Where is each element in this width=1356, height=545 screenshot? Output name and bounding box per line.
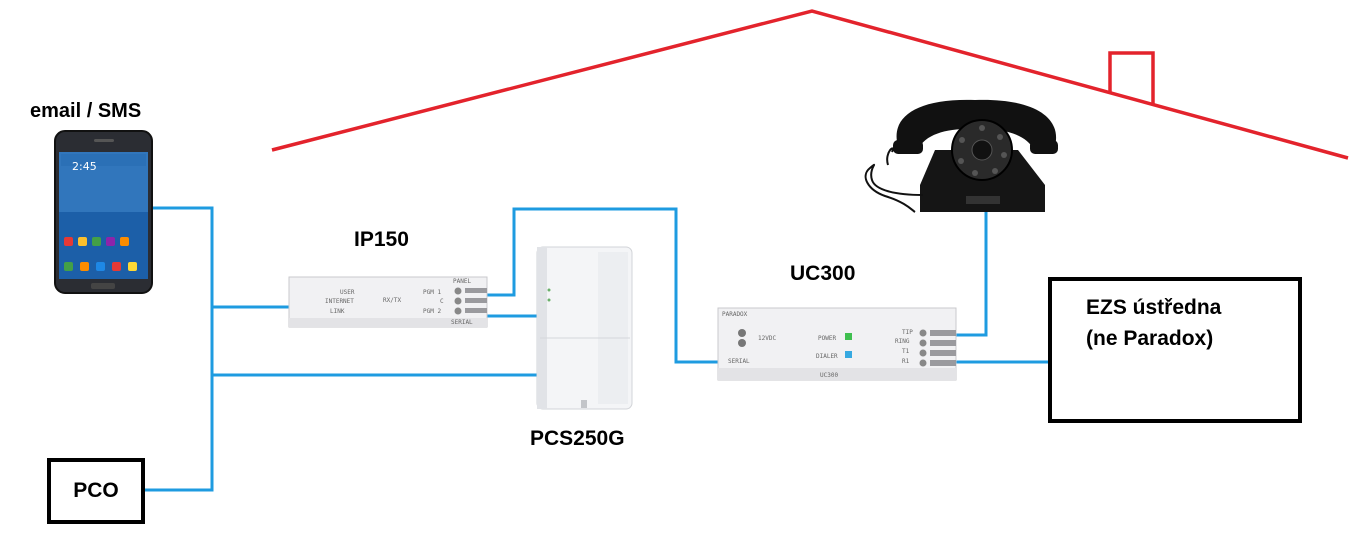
wire-phone-pco [143, 206, 214, 492]
ezs-panel-box: EZS ústředna (ne Paradox) [1048, 277, 1302, 423]
pco-box: PCO [47, 458, 145, 524]
uc300-device: PARADOX 12VDC POWER DIALER SERIAL UC300 … [717, 307, 957, 381]
uc300-t1-label: T1 [902, 348, 910, 355]
ezs-label-line1: EZS ústředna [1086, 296, 1222, 319]
ip150-com-label: C [440, 298, 444, 305]
uc300-voltage-label: 12VDC [758, 335, 776, 342]
phone-clock: 2:45 [72, 160, 97, 173]
ezs-label-line2: (ne Paradox) [1086, 327, 1214, 350]
wire-ip150-uc300 [486, 207, 720, 364]
uc300-power-label: POWER [818, 335, 836, 342]
uc300-tip-label: TIP [902, 329, 913, 336]
ip150-device: USER INTERNET LINK RX/TX PGM 1 C PGM 2 P… [288, 276, 488, 328]
uc300-label: UC300 [790, 262, 856, 285]
roof-chimney [1108, 51, 1155, 104]
roof-line [271, 9, 1349, 160]
rotary-telephone-icon [864, 99, 1058, 213]
ip150-label: IP150 [354, 228, 409, 251]
pco-label: PCO [73, 479, 119, 502]
uc300-r1-label: R1 [902, 358, 910, 365]
uc300-serial-label: SERIAL [728, 358, 750, 365]
ip150-rxtx-label: RX/TX [383, 297, 401, 304]
uc300-brand-label: PARADOX [722, 311, 748, 318]
ip150-user-label: USER [340, 289, 355, 296]
pcs250g-device [536, 246, 633, 410]
ip150-pgm2-label: PGM 2 [423, 308, 441, 315]
uc300-dialer-label: DIALER [816, 353, 838, 360]
ip150-serial-label: SERIAL [451, 319, 473, 326]
phone-label: email / SMS [30, 100, 142, 122]
ip150-internet-label: INTERNET [325, 298, 354, 305]
smartphone-icon: 2:45 [54, 130, 153, 294]
ip150-link-label: LINK [330, 308, 345, 315]
uc300-model-label: UC300 [820, 372, 838, 379]
house-roof [271, 9, 1349, 160]
ip150-pgm1-label: PGM 1 [423, 289, 441, 296]
pcs250g-label: PCS250G [530, 427, 625, 450]
ip150-panel-label: PANEL [453, 278, 471, 285]
uc300-ring-label: RING [895, 338, 910, 345]
